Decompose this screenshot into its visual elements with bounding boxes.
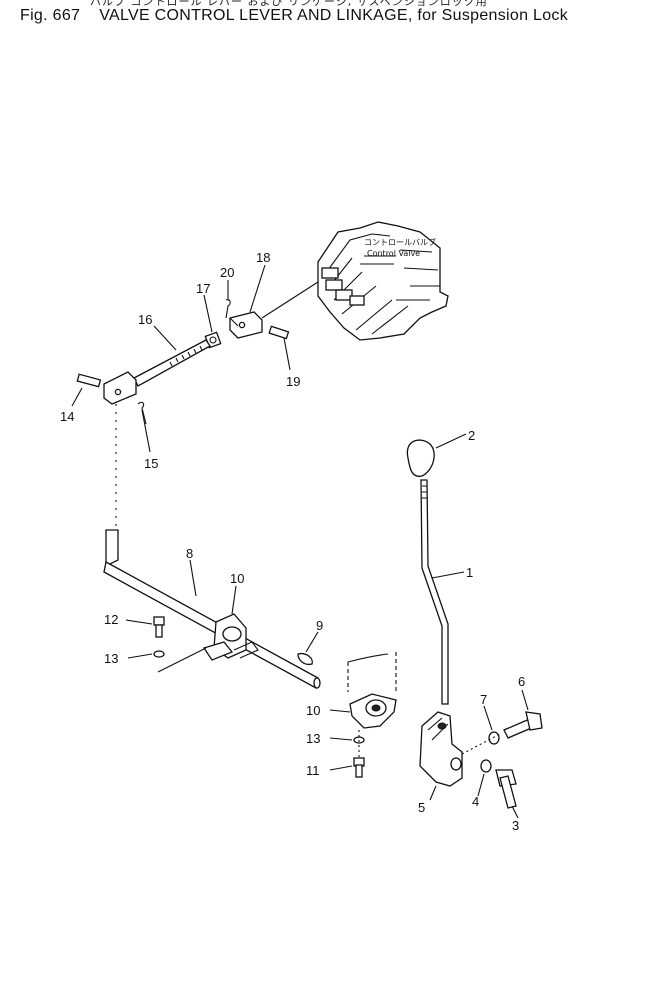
cotter-pin-15	[137, 401, 147, 425]
clevis-18	[229, 311, 263, 339]
callout-11: 11	[306, 763, 320, 778]
callout-20: 20	[220, 265, 234, 280]
callout-8: 8	[186, 546, 193, 561]
callout-2: 2	[468, 428, 475, 443]
control-valve: コントロールバルブ Control Valve	[317, 221, 449, 341]
callout-4: 4	[472, 794, 479, 809]
callout-3: 3	[512, 818, 519, 833]
bolt-11	[353, 757, 365, 778]
cotter-pin-20	[225, 299, 231, 319]
figure-number: Fig. 667	[20, 7, 81, 24]
callout-19: 19	[286, 374, 300, 389]
washer-13-upper	[153, 650, 165, 658]
knob-2	[406, 439, 435, 477]
caption-japanese: バルブ コントロール レバー および リンケージ, サスペンションロック用	[90, 0, 488, 8]
callout-17: 17	[196, 281, 210, 296]
callout-10-lower: 10	[306, 703, 320, 718]
pin-19	[268, 325, 290, 340]
shaft-8	[103, 529, 321, 689]
bolt-3	[495, 769, 517, 809]
callout-5: 5	[418, 800, 425, 815]
callout-15: 15	[144, 456, 158, 471]
rod-16	[103, 339, 211, 405]
callout-12: 12	[104, 612, 118, 627]
lever-1	[420, 479, 449, 705]
leader-lines	[71, 264, 529, 819]
callout-6: 6	[518, 674, 525, 689]
washer-7	[488, 731, 500, 745]
figure-caption: バルブ コントロール レバー および リンケージ, サスペンションロック用 Fi…	[6, 0, 666, 34]
callout-1: 1	[466, 565, 473, 580]
callout-18: 18	[256, 250, 270, 265]
callout-13-upper: 13	[104, 651, 118, 666]
callout-10-upper: 10	[230, 571, 244, 586]
bolt-6	[503, 711, 543, 739]
bracket-10-upper	[202, 613, 259, 661]
callout-9: 9	[316, 618, 323, 633]
pin-14	[76, 373, 102, 388]
callout-numbers: 18 20 17 16 19 14 15 8 10 9 12 13 10 13 …	[60, 250, 525, 833]
callout-16: 16	[138, 312, 152, 327]
callout-14: 14	[60, 409, 74, 424]
bracket-10-lower	[349, 693, 397, 729]
callout-13-lower: 13	[306, 731, 320, 746]
key-9	[297, 652, 313, 666]
callout-7: 7	[480, 692, 487, 707]
bolt-12	[153, 616, 165, 638]
caption-english: Fig. 667 VALVE CONTROL LEVER AND LINKAGE…	[20, 7, 568, 25]
valve-note-japanese: コントロールバルブ	[364, 237, 436, 247]
valve-note-english: Control Valve	[367, 249, 420, 258]
lever-bracket-5	[419, 711, 463, 787]
figure-title: VALVE CONTROL LEVER AND LINKAGE, for Sus…	[99, 7, 569, 24]
washer-4	[480, 759, 492, 773]
